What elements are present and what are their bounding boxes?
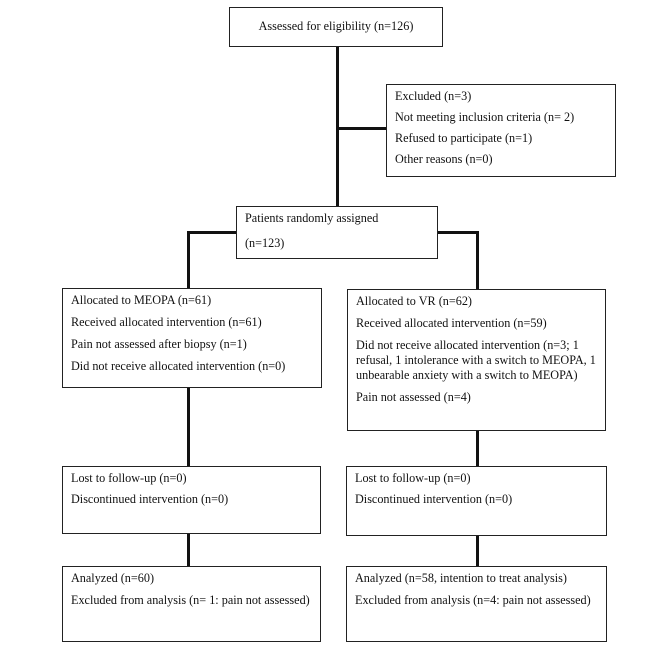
excluded-reason: Other reasons (n=0) [395,152,493,166]
followup-vr-box: Lost to follow-up (n=0) Discontinued int… [346,466,607,536]
connector-left-to-analysis [187,533,190,566]
connector-right-to-allocation [476,231,479,290]
assessed-box: Assessed for eligibility (n=126) [229,7,443,47]
allocation-vr-line: Did not receive allocated intervention (… [356,338,596,382]
connector-right-to-analysis [476,535,479,566]
allocation-meopa-line: Pain not assessed after biopsy (n=1) [71,337,247,351]
followup-meopa-line: Lost to follow-up (n=0) [71,471,187,485]
allocation-vr-box: Allocated to VR (n=62) Received allocate… [347,289,606,431]
connector-split-right [437,231,479,234]
analysis-meopa-box: Analyzed (n=60) Excluded from analysis (… [62,566,321,642]
allocation-vr-line: Allocated to VR (n=62) [356,294,472,308]
randomized-title: Patients randomly assigned [245,211,379,225]
randomized-box: Patients randomly assigned (n=123) [236,206,438,259]
followup-vr-line: Discontinued intervention (n=0) [355,492,513,506]
excluded-title: Excluded (n=3) [395,89,472,103]
analysis-meopa-line: Excluded from analysis (n= 1: pain not a… [71,593,310,607]
connector-right-to-followup [476,430,479,467]
excluded-reason: Not meeting inclusion criteria (n= 2) [395,110,575,124]
allocation-meopa-line: Did not receive allocated intervention (… [71,359,286,373]
allocation-vr-line: Received allocated intervention (n=59) [356,316,547,330]
excluded-box: Excluded (n=3) Not meeting inclusion cri… [386,84,616,177]
analysis-meopa-line: Analyzed (n=60) [71,571,155,585]
followup-meopa-box: Lost to follow-up (n=0) Discontinued int… [62,466,321,534]
analysis-vr-line: Excluded from analysis (n=4: pain not as… [355,593,591,607]
connector-split-left [187,231,237,234]
analysis-vr-line: Analyzed (n=58, intention to treat analy… [355,571,567,585]
randomized-count: (n=123) [245,236,285,250]
followup-meopa-line: Discontinued intervention (n=0) [71,492,229,506]
allocation-meopa-box: Allocated to MEOPA (n=61) Received alloc… [62,288,322,388]
followup-vr-line: Lost to follow-up (n=0) [355,471,471,485]
analysis-vr-box: Analyzed (n=58, intention to treat analy… [346,566,607,642]
allocation-vr-line: Pain not assessed (n=4) [356,390,471,404]
excluded-reason: Refused to participate (n=1) [395,131,533,145]
connector-to-excluded [336,127,387,130]
connector-left-to-allocation [187,231,190,288]
connector-left-to-followup [187,388,190,466]
connector-main-vertical [336,46,339,207]
assessed-text: Assessed for eligibility (n=126) [258,19,414,33]
allocation-meopa-line: Received allocated intervention (n=61) [71,315,262,329]
allocation-meopa-line: Allocated to MEOPA (n=61) [71,293,212,307]
